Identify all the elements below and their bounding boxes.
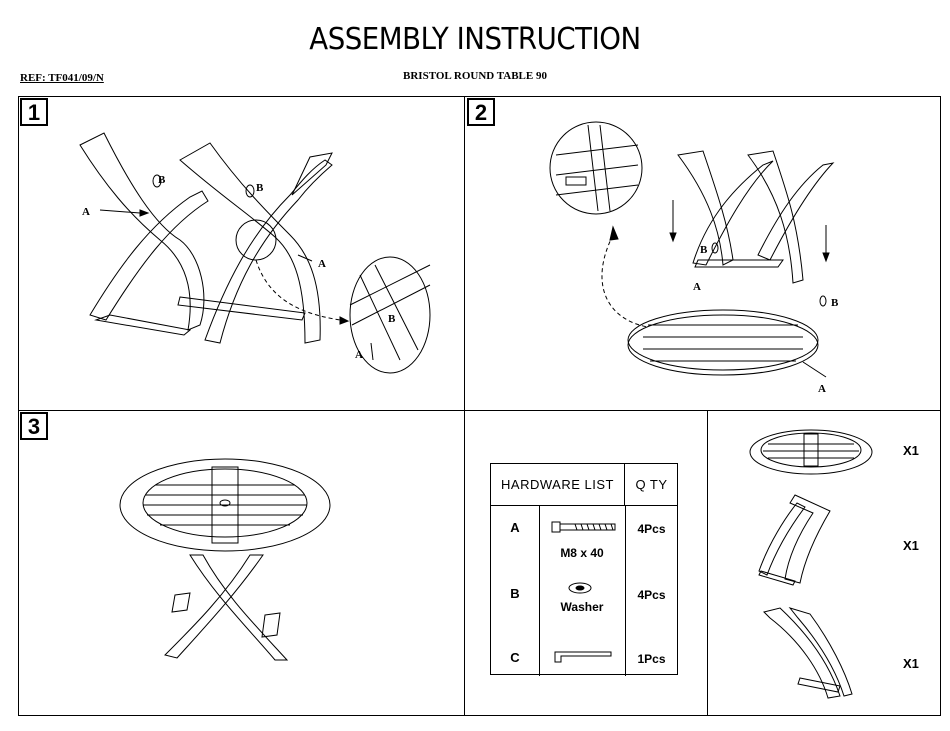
label-b-step2: B [700, 244, 708, 256]
hardware-code-a: A [491, 514, 539, 540]
table-top-qty: X1 [903, 443, 919, 458]
leg-frame-large-part [755, 493, 845, 585]
label-a2-step2: A [818, 383, 826, 395]
step-3-illustration [115, 455, 340, 665]
washer-icon [567, 581, 593, 595]
product-name: BRISTOL ROUND TABLE 90 [0, 70, 950, 82]
divider-vertical-parts [707, 410, 708, 716]
step-1-illustration: A B B A B A [60, 115, 460, 405]
leg-frame-small-part [760, 606, 860, 701]
qty-header: Q TY [625, 464, 678, 506]
label-b-step1: B [158, 174, 166, 186]
divider-horizontal [18, 410, 941, 411]
label-a-step1: A [82, 206, 90, 218]
step-2-number: 2 [467, 98, 495, 126]
page-title: ASSEMBLY INSTRUCTION [38, 22, 912, 57]
label-a-zoom-step1: A [355, 349, 363, 361]
hardware-desc-b: Washer [539, 598, 625, 616]
leg-frame-large-qty: X1 [903, 538, 919, 553]
label-b2-step1: B [256, 182, 264, 194]
step-3-number: 3 [20, 412, 48, 440]
label-b2-step2: B [831, 297, 839, 309]
label-a2-step1: A [318, 258, 326, 270]
hardware-qty-b: 4Pcs [625, 582, 678, 608]
divider-vertical-main [464, 96, 465, 716]
step-1-number: 1 [20, 98, 48, 126]
leg-frame-small-qty: X1 [903, 656, 919, 671]
step-2-illustration: B A B A [548, 115, 848, 400]
hardware-list-table: HARDWARE LIST Q TY A 4Pcs M8 x 40 B 4Pcs… [490, 463, 678, 675]
table-top-part [748, 426, 874, 478]
hardware-code-c: C [491, 644, 539, 670]
hardware-list-header: HARDWARE LIST [491, 464, 625, 506]
hardware-qty-c: 1Pcs [625, 646, 678, 672]
label-a-step2: A [693, 281, 701, 293]
allen-key-icon [553, 650, 613, 664]
label-b-zoom-step1: B [388, 313, 396, 325]
hardware-qty-a: 4Pcs [625, 516, 678, 542]
hardware-desc-a: M8 x 40 [539, 544, 625, 562]
bolt-icon [551, 520, 617, 534]
hardware-code-b: B [491, 580, 539, 606]
